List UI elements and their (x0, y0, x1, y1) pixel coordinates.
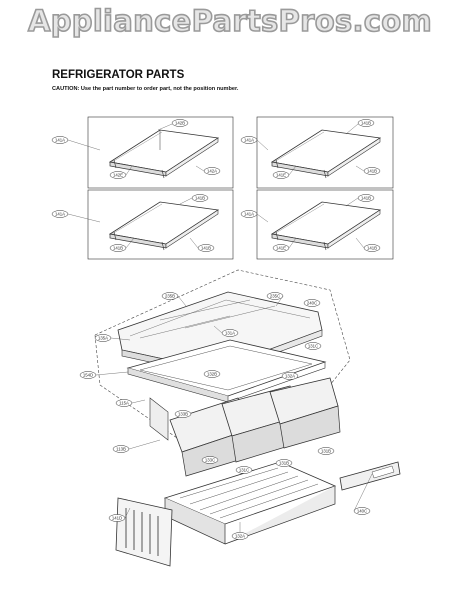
callout-label: 141A (55, 212, 65, 217)
panel-callouts: 141A 142B 142E 142A 141A 141B 141E 141B … (51, 119, 381, 252)
callout-label: 235B (165, 294, 175, 299)
callout-label: 131B (279, 461, 289, 466)
callout-label: 141E (276, 246, 286, 251)
callout-label: 142A (207, 169, 217, 174)
callout-label: 141B (195, 196, 205, 201)
callout-label: 115A (119, 401, 129, 406)
frame-assembly (126, 339, 327, 403)
grille-left (115, 497, 173, 567)
callout-label: 141A (55, 138, 65, 143)
shelf-panel-4 (256, 189, 394, 260)
callout-label: 131C (239, 468, 249, 473)
callout-label: 133C (205, 458, 215, 463)
leader-lines (67, 123, 373, 532)
page-title: REFRIGERATOR PARTS (52, 69, 185, 81)
callout-label: 141B (361, 196, 371, 201)
callout-label: 141B (367, 246, 377, 251)
callout-label: 140C (357, 509, 367, 514)
callout-label: 240C (307, 301, 317, 306)
caution-note: CAUTION: Use the part number to order pa… (52, 86, 239, 92)
assembly-callouts: 235B 235C 240C 135A 131A 131C 132A 132B … (79, 292, 371, 540)
assembly-outline (94, 269, 351, 441)
callout-label: 132B (207, 372, 217, 377)
callout-label: 135A (98, 336, 108, 341)
callout-label: 133B (178, 412, 188, 417)
callout-label: 131A (225, 331, 235, 336)
callout-label: 131B (321, 449, 331, 454)
shelf-panel-1 (87, 116, 234, 189)
callout-label: 141B (113, 246, 123, 251)
callout-label: 141A (244, 212, 254, 217)
callout-label: 131C (308, 344, 318, 349)
bottom-tray (163, 461, 337, 545)
drawer-assembly (149, 377, 341, 477)
callout-label: 113B (116, 447, 126, 452)
shelf-panel-2 (256, 116, 394, 189)
watermark-logo: AppliancePartsPros.com (27, 3, 433, 39)
callout-label: 141E (276, 173, 286, 178)
callout-label: 235C (270, 294, 280, 299)
shelf-panel-3 (87, 189, 234, 260)
callout-label: 141B (361, 121, 371, 126)
callout-label: 132A (235, 534, 245, 539)
callout-label: 141B (201, 246, 211, 251)
side-cover-right (339, 461, 401, 491)
callout-label: 154D (83, 373, 93, 378)
callout-label: 132A (285, 374, 295, 379)
callout-label: 141B (367, 169, 377, 174)
callout-label: 142E (113, 173, 123, 178)
callout-label: 141D (112, 516, 122, 521)
callout-label: 141A (244, 138, 254, 143)
callout-label: 142B (175, 121, 185, 126)
